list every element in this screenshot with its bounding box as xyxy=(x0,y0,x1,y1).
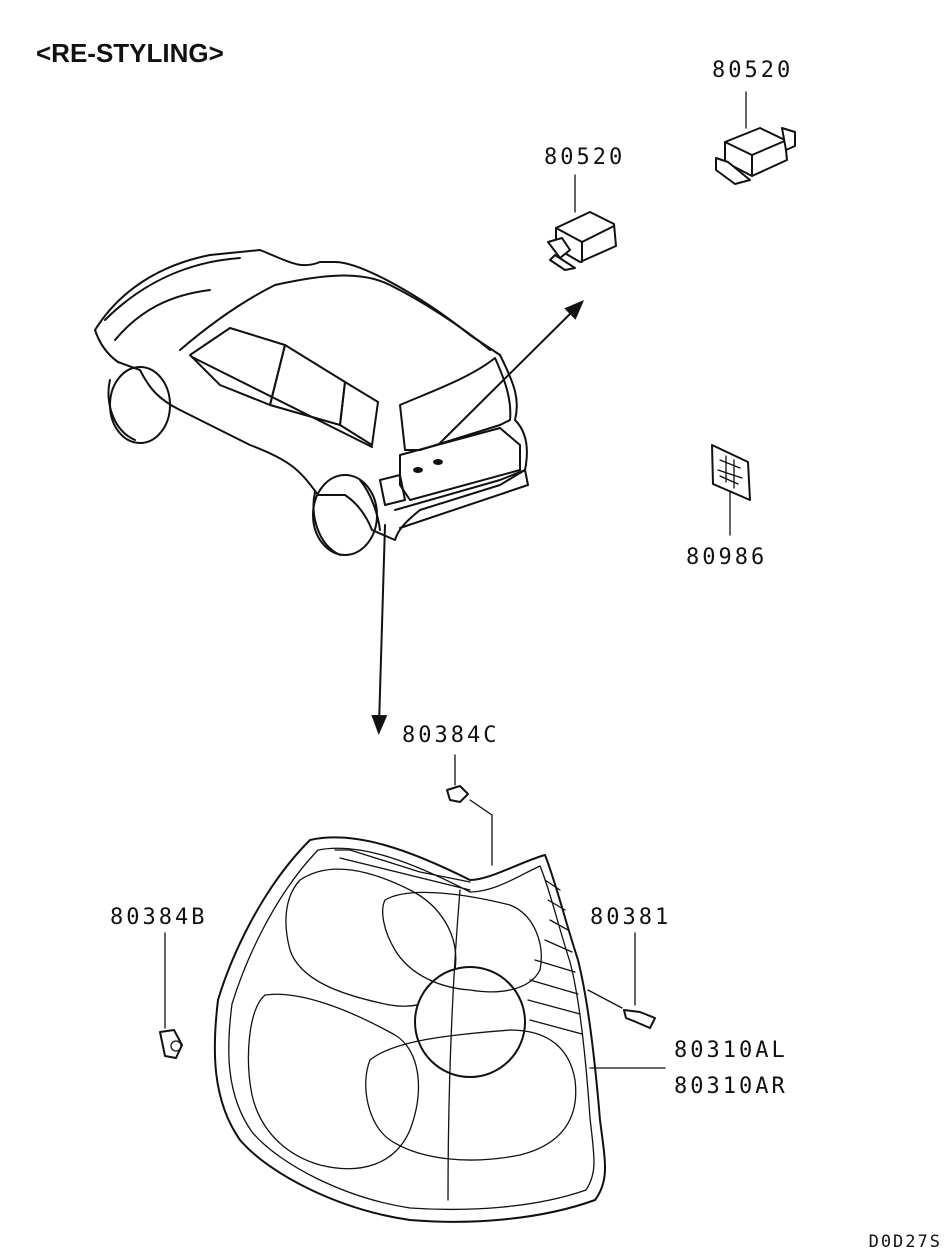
arrow-to-relay xyxy=(439,299,585,444)
callout-clip-left: 80384B xyxy=(110,905,208,930)
diagram-code: D0D27S xyxy=(868,1232,942,1252)
clip-top-part xyxy=(446,754,493,866)
diagram-title: <RE-STYLING> xyxy=(36,38,224,68)
callout-clip-top: 80384C xyxy=(402,723,500,748)
callout-relay-upper: 80520 xyxy=(712,58,794,83)
clip-left-part xyxy=(159,932,183,1059)
callout-relay-lower: 80520 xyxy=(544,145,626,170)
callout-screw: 80381 xyxy=(590,905,672,930)
relay-lower-part xyxy=(547,174,617,271)
bracket-part xyxy=(711,444,751,536)
callout-lamp-left: 80310AL xyxy=(674,1038,788,1063)
screw-part xyxy=(587,932,656,1029)
callout-lamp-right: 80310AR xyxy=(674,1074,788,1099)
relay-upper-part xyxy=(715,91,796,185)
callout-bracket: 80986 xyxy=(686,545,768,570)
arrow-to-lamp xyxy=(371,524,388,735)
vehicle-illustration xyxy=(94,249,529,556)
tail-lamp-assembly xyxy=(213,836,666,1223)
